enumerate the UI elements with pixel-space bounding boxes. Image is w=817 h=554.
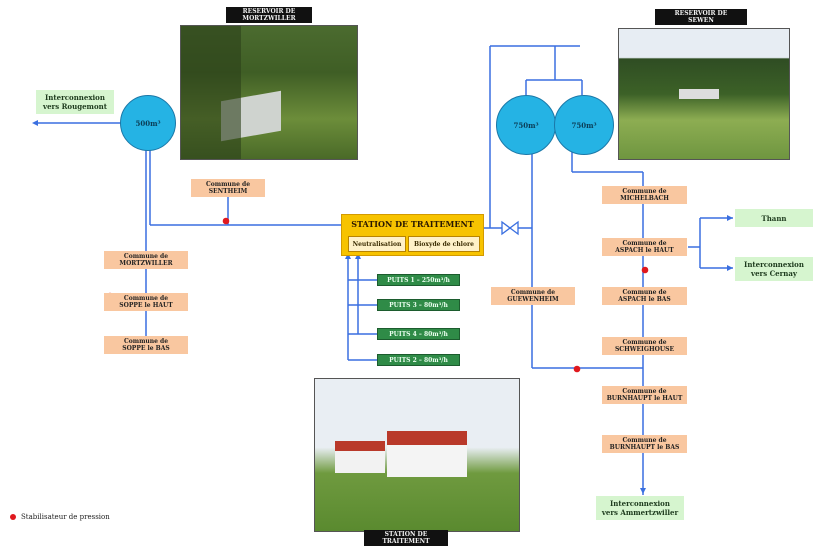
caption-station: STATION DE TRAITEMENT (364, 530, 448, 546)
tank-capacity: 750m³ (571, 120, 597, 130)
puits-1: PUITS 1 – 250m³/h (377, 274, 460, 286)
commune-soppe-le-haut: Commune de SOPPE le HAUT (104, 293, 188, 311)
photo-reservoir-mortzwiller (180, 25, 358, 160)
treatment-station: STATION DE TRAITEMENT Neutralisation Bio… (341, 214, 484, 256)
puits-4: PUITS 4 – 80m³/h (377, 328, 460, 340)
reservoir-tank-right-b: 750m³ (554, 95, 614, 155)
tank-capacity: 750m³ (513, 120, 539, 130)
commune-aspach-le-bas: Commune de ASPACH le BAS (602, 287, 687, 305)
puits-3: PUITS 3 – 80m³/h (377, 299, 460, 311)
commune-soppe-le-bas: Commune de SOPPE le BAS (104, 336, 188, 354)
photo-station (314, 378, 520, 532)
interconnection-cernay: Interconnexion vers Cernay (735, 257, 813, 281)
commune-schweighouse: Commune de SCHWEIGHOUSE (602, 337, 687, 355)
reservoir-tank-right-a: 750m³ (496, 95, 556, 155)
legend-label: Stabilisateur de pression (21, 513, 110, 521)
puits-2: PUITS 2 – 80m³/h (377, 354, 460, 366)
reservoir-tank-left: 500m³ (120, 95, 176, 151)
interconnection-rougemont: Interconnexion vers Rougemont (36, 90, 114, 114)
station-title: STATION DE TRAITEMENT (351, 219, 474, 229)
legend: Stabilisateur de pression (10, 513, 110, 521)
pressure-stabilizer-icon (10, 514, 16, 520)
station-neutralisation: Neutralisation (348, 236, 406, 252)
commune-burnhaupt-le-haut: Commune de BURNHAUPT le HAUT (602, 386, 687, 404)
caption-reservoir-mortzwiller: RESERVOIR DE MORTZWILLER (226, 7, 312, 23)
commune-guewenheim: Commune de GUEWENHEIM (491, 287, 575, 305)
commune-mortzwiller: Commune de MORTZWILLER (104, 251, 188, 269)
tank-capacity: 500m³ (135, 118, 161, 128)
caption-reservoir-top-right: RESERVOIR DE SEWEN (655, 9, 747, 25)
commune-michelbach: Commune de MICHELBACH (602, 186, 687, 204)
commune-burnhaupt-le-bas: Commune de BURNHAUPT le BAS (602, 435, 687, 453)
photo-reservoir-top-right (618, 28, 790, 160)
valve-icon (501, 220, 519, 236)
interconnection-thann: Thann (735, 209, 813, 227)
interconnection-ammertzwiller: Interconnexion vers Ammertzwiller (596, 496, 684, 520)
station-chlorine: Bioxyde de chlore (408, 236, 480, 252)
pressure-stabilizer-markers (106, 217, 649, 373)
commune-sentheim: Commune de SENTHEIM (191, 179, 265, 197)
commune-aspach-le-haut: Commune de ASPACH le HAUT (602, 238, 687, 256)
